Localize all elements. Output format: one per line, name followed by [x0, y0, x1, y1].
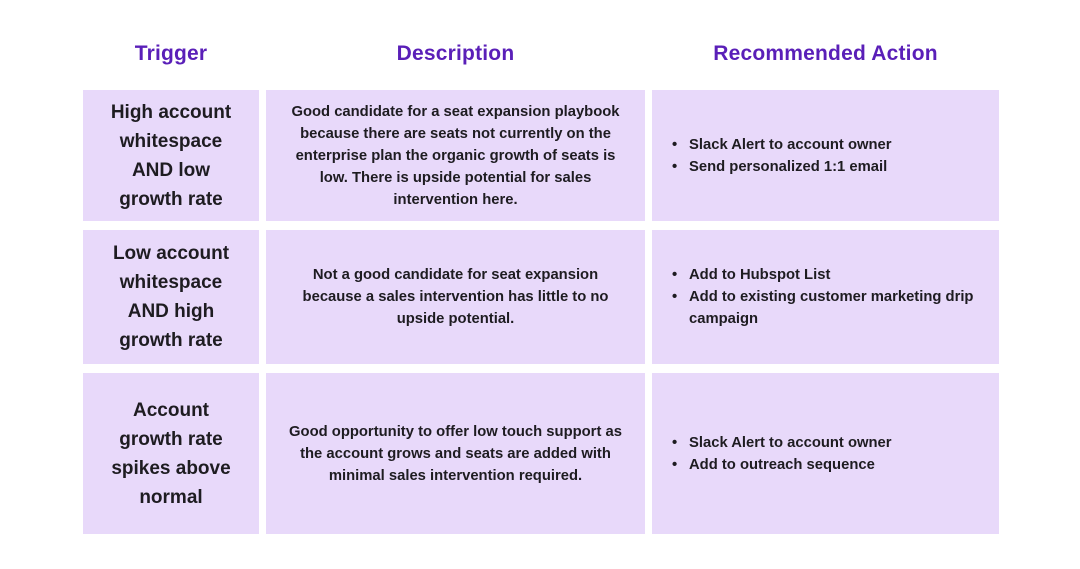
column-header-recommended-action: Recommended Action	[713, 42, 938, 65]
table-body: High account whitespace AND low growth r…	[83, 90, 999, 534]
trigger-cell-row-2: Low account whitespace AND high growth r…	[83, 230, 259, 364]
action-cell-row-2: Add to Hubspot List Add to existing cust…	[652, 230, 999, 364]
table-header-row: Trigger Description Recommended Action	[83, 42, 999, 66]
action-list-row-3: Slack Alert to account owner Add to outr…	[671, 432, 892, 476]
column-header-description: Description	[396, 42, 515, 65]
description-cell-row-3: Good opportunity to offer low touch supp…	[266, 373, 645, 534]
trigger-cell-row-3: Account growth rate spikes above normal	[83, 373, 259, 534]
action-cell-row-3: Slack Alert to account owner Add to outr…	[652, 373, 999, 534]
action-list-row-1: Slack Alert to account owner Send person…	[671, 134, 892, 178]
action-item: Add to existing customer marketing drip …	[671, 286, 979, 330]
action-list-row-2: Add to Hubspot List Add to existing cust…	[671, 264, 979, 330]
column-header-trigger: Trigger	[134, 42, 208, 65]
action-item: Slack Alert to account owner	[671, 134, 892, 156]
action-item: Send personalized 1:1 email	[671, 156, 892, 178]
description-cell-row-1: Good candidate for a seat expansion play…	[266, 90, 645, 221]
action-item: Add to Hubspot List	[671, 264, 979, 286]
action-cell-row-1: Slack Alert to account owner Send person…	[652, 90, 999, 221]
action-item: Add to outreach sequence	[671, 454, 892, 476]
action-item: Slack Alert to account owner	[671, 432, 892, 454]
trigger-cell-row-1: High account whitespace AND low growth r…	[83, 90, 259, 221]
description-cell-row-2: Not a good candidate for seat expansion …	[266, 230, 645, 364]
